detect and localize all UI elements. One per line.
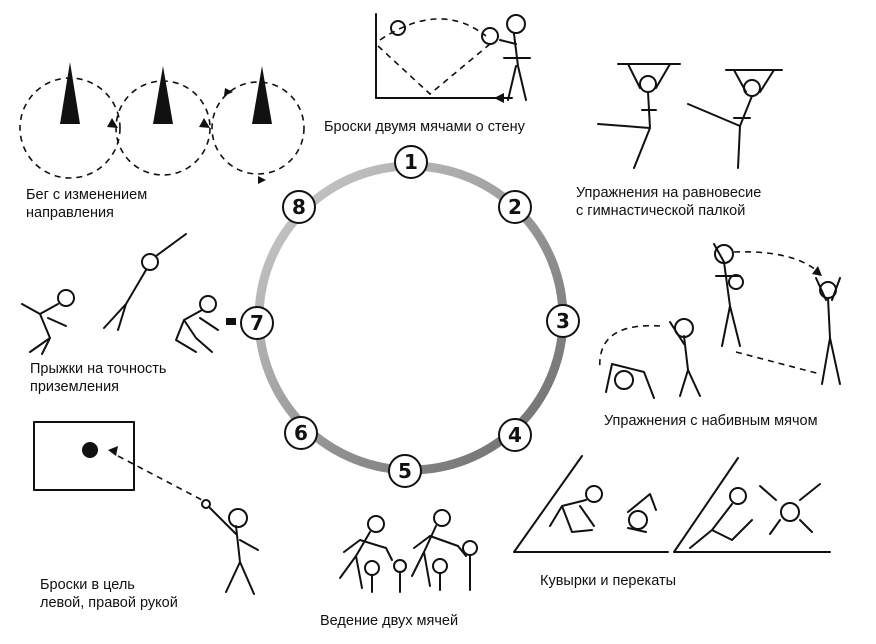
- running-cones-illustration: [19, 62, 305, 184]
- dribble-illustration: [339, 509, 478, 593]
- balance-stick-illustration: [597, 63, 783, 169]
- station-number-4: 4: [498, 418, 532, 452]
- wall-throw-illustration: [375, 13, 531, 103]
- station-number-7: 7: [240, 306, 274, 340]
- station-number-1: 1: [394, 145, 428, 179]
- medicine-ball-illustration: [599, 243, 841, 399]
- station-number-2: 2: [498, 190, 532, 224]
- station-label-1: Броски двумя мячами о стену: [324, 119, 525, 135]
- station-label-4: Кувырки и перекаты: [540, 573, 677, 589]
- station-label-5: Ведение двух мячей: [320, 613, 459, 629]
- target-throw-illustration: [33, 421, 259, 595]
- station-number-6: 6: [284, 416, 318, 450]
- station-number-3: 3: [546, 304, 580, 338]
- station-label-7: Прыжки на точность приземления: [30, 361, 167, 395]
- station-label-6: Броски в цель левой, правой рукой: [40, 577, 178, 611]
- station-number-5: 5: [388, 454, 422, 488]
- station-label-8: Бег с изменением направления: [26, 187, 148, 221]
- station-label-3: Упражнения с набивным мячом: [604, 413, 818, 429]
- station-label-2: Упражнения на равновесие с гимнастическо…: [576, 185, 762, 219]
- somersault-illustration: [513, 455, 831, 553]
- jump-illustration: [21, 233, 236, 355]
- station-number-8: 8: [282, 190, 316, 224]
